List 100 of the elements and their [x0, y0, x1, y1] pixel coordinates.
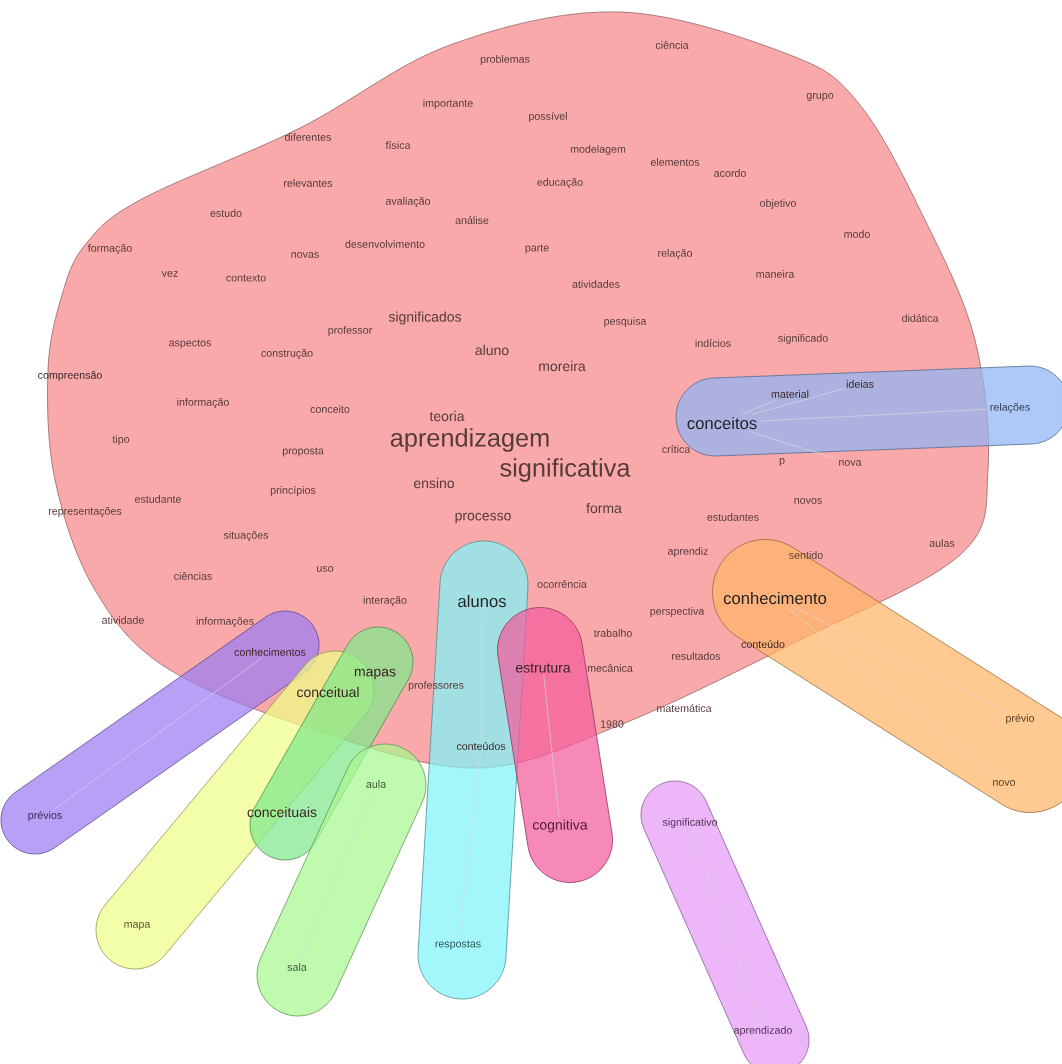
word-label: mecânica — [587, 664, 633, 672]
word-label: novos — [794, 498, 822, 504]
word-label: modelagem — [570, 145, 626, 155]
connector-line — [785, 606, 998, 779]
word-label: ocorrência — [537, 580, 587, 588]
word-label: professores — [408, 681, 464, 691]
word-label: moreira — [539, 360, 586, 372]
connector-line — [748, 431, 837, 460]
word-label: grupo — [806, 93, 834, 101]
connector-line — [791, 606, 1006, 713]
word-label: significado — [778, 334, 828, 344]
word-label: perspectiva — [650, 607, 705, 617]
word-label: conceituais — [247, 806, 317, 818]
word-label: modo — [844, 230, 870, 238]
word-label: processo — [455, 512, 511, 524]
word-label: estudo — [210, 209, 242, 217]
word-label: atividade — [102, 616, 144, 624]
word-label: ensino — [413, 477, 455, 489]
word-label: mapa — [124, 922, 151, 930]
word-label: uso — [317, 566, 334, 572]
word-label: pesquisa — [604, 317, 647, 327]
word-label: conceitual — [297, 686, 359, 698]
word-label: interação — [363, 596, 407, 606]
word-label: relação — [658, 249, 693, 259]
word-label: possível — [529, 111, 567, 123]
word-label: elementos — [650, 158, 700, 166]
word-label: aula — [366, 780, 387, 788]
word-label: situações — [223, 531, 269, 541]
word-label: construção — [261, 349, 313, 359]
connector-line — [741, 399, 776, 415]
word-label: sentido — [789, 551, 823, 559]
connector-line — [759, 408, 988, 422]
word-label: nova — [839, 460, 862, 466]
word-label: importante — [423, 99, 473, 109]
word-label: proposta — [282, 447, 324, 457]
word-label: contexto — [226, 274, 266, 282]
word-label: novas — [291, 252, 319, 258]
word-label: crítica — [662, 445, 691, 453]
word-label: aspectos — [169, 339, 211, 349]
word-label: acordo — [714, 169, 746, 177]
word-label: relevantes — [284, 179, 333, 187]
word-label: prévios — [28, 810, 62, 822]
word-label: desenvolvimento — [345, 240, 425, 248]
word-label: teoria — [429, 410, 465, 422]
word-label: estrutura — [515, 663, 571, 673]
word-label: conceitos — [687, 416, 757, 430]
cluster-halo — [640, 780, 810, 1064]
word-label: vez — [161, 271, 178, 277]
word-label: educação — [537, 178, 583, 188]
word-label: ideias — [846, 380, 874, 388]
word-label: ciência — [655, 41, 689, 49]
connector-line — [751, 388, 845, 415]
word-label: indícios — [695, 339, 731, 347]
connector-line — [299, 789, 374, 962]
word-label: conhecimento — [723, 591, 827, 605]
word-label: novo — [993, 780, 1016, 786]
word-label: 1980 — [600, 720, 624, 728]
word-label: respostas — [435, 940, 481, 950]
connector-line — [543, 674, 560, 818]
word-label: conteúdos — [456, 742, 506, 750]
word-label: significativo — [662, 818, 718, 828]
word-label: conteúdo — [741, 640, 785, 648]
word-label: forma — [586, 502, 622, 514]
connector-line — [458, 751, 481, 939]
word-label: conhecimentos — [234, 648, 306, 656]
word-label: matemática — [657, 704, 712, 712]
word-label: problemas — [480, 55, 530, 65]
word-label: significativa — [500, 458, 631, 482]
word-label: trabalho — [593, 629, 632, 637]
word-label: formação — [87, 244, 132, 254]
word-label: aprendizagem — [390, 428, 549, 452]
word-label: sala — [287, 963, 307, 971]
word-label: material — [771, 390, 809, 398]
word-label: análise — [455, 216, 489, 224]
word-label: resultados — [672, 652, 721, 660]
word-label: mapas — [354, 668, 396, 680]
word-label: professor — [328, 326, 373, 336]
word-label: diferentes — [285, 133, 332, 141]
word-label: aprendizado — [734, 1026, 792, 1036]
word-label: objetivo — [760, 199, 796, 209]
word-label: representações — [48, 507, 122, 517]
word-label: cognitiva — [532, 819, 588, 833]
word-label: tipo — [112, 435, 130, 445]
word-label: maneira — [756, 270, 795, 278]
word-label: relações — [990, 403, 1030, 413]
word-label: conceito — [310, 405, 350, 413]
word-label: avaliação — [385, 197, 431, 207]
word-label: informação — [177, 398, 229, 408]
word-label: informações — [196, 617, 254, 627]
word-label: didática — [902, 314, 939, 322]
connector-line — [692, 829, 761, 1025]
word-label: física — [385, 141, 411, 149]
connector-line — [54, 657, 262, 810]
word-label: princípios — [270, 485, 316, 497]
word-label: ciências — [174, 572, 212, 580]
word-label: aluno — [475, 344, 509, 356]
word-label: compreensão — [38, 371, 102, 381]
word-label: estudante — [135, 495, 181, 503]
word-label: prévio — [1006, 713, 1035, 725]
word-label: atividades — [572, 280, 620, 288]
